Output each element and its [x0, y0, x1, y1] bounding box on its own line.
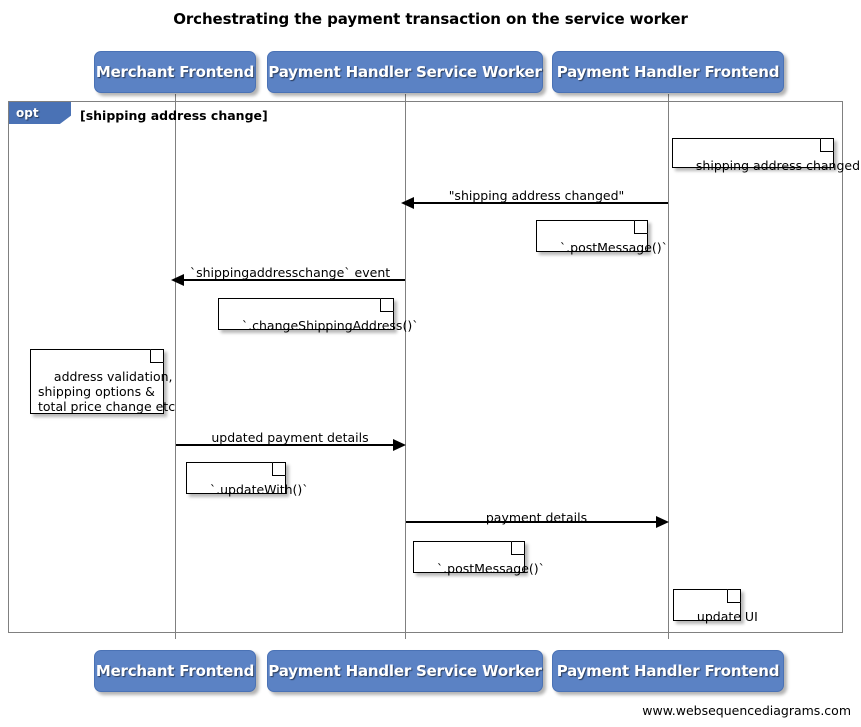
fragment-opt-guard: [shipping address change]	[80, 108, 268, 123]
fragment-opt-tag: opt	[9, 102, 71, 124]
page-title: Orchestrating the payment transaction on…	[173, 10, 688, 28]
message-line-shippingaddresschange-event	[180, 279, 405, 281]
participant-top-payment-handler-frontend[interactable]: Payment Handler Frontend	[552, 51, 784, 93]
participant-top-payment-handler-service-worker[interactable]: Payment Handler Service Worker	[267, 51, 543, 93]
note-fold-icon	[634, 220, 648, 234]
note-update-with: `.updateWith()`	[186, 462, 309, 497]
participant-bottom-merchant-frontend[interactable]: Merchant Frontend	[94, 650, 256, 692]
note-fold-icon	[150, 349, 164, 363]
message-line-payment-details	[406, 521, 658, 523]
lifeline-payment-handler-service-worker	[405, 94, 406, 639]
lifeline-merchant-frontend	[175, 94, 176, 639]
note-fold-icon	[380, 298, 394, 312]
message-line-shipping-address-changed	[410, 202, 668, 204]
participant-bottom-payment-handler-service-worker[interactable]: Payment Handler Service Worker	[267, 650, 543, 692]
note-fold-icon	[727, 589, 741, 603]
participant-bottom-payment-handler-frontend[interactable]: Payment Handler Frontend	[552, 650, 784, 692]
note-fold-icon	[272, 462, 286, 476]
message-arrowhead-shippingaddresschange-event	[171, 274, 184, 286]
note-text: `.postMessage()`	[559, 240, 668, 255]
note-text: `.changeShippingAddress()`	[241, 318, 419, 333]
fragment-opt-frame	[8, 101, 843, 633]
lifeline-payment-handler-frontend	[668, 94, 669, 639]
footer-credit: www.websequencediagrams.com	[642, 703, 851, 718]
message-label-updated-payment-details: updated payment details	[211, 430, 369, 445]
note-text: `.updateWith()`	[209, 482, 309, 497]
note-post-message-2: `.postMessage()`	[413, 541, 545, 576]
message-line-updated-payment-details	[176, 444, 395, 446]
note-text: `.postMessage()`	[436, 561, 545, 576]
note-change-shipping-address: `.changeShippingAddress()`	[218, 298, 418, 333]
note-text: shipping address changed	[695, 158, 861, 173]
note-text: update UI	[696, 609, 758, 624]
message-arrowhead-updated-payment-details	[393, 439, 406, 451]
note-post-message-1: `.postMessage()`	[536, 220, 668, 255]
note-update-ui: update UI	[673, 589, 758, 624]
message-label-shipping-address-changed: "shipping address changed"	[448, 188, 625, 203]
participant-top-merchant-frontend[interactable]: Merchant Frontend	[94, 51, 256, 93]
note-fold-icon	[511, 541, 525, 555]
note-text: address validation, shipping options & t…	[38, 369, 176, 414]
message-arrowhead-shipping-address-changed	[401, 197, 414, 209]
message-arrowhead-payment-details	[656, 516, 669, 528]
note-address-validation: address validation, shipping options & t…	[30, 349, 175, 414]
note-shipping-address-changed: shipping address changed	[672, 138, 860, 173]
message-label-shippingaddresschange-event: `shippingaddresschange` event	[189, 265, 391, 280]
note-fold-icon	[820, 138, 834, 152]
